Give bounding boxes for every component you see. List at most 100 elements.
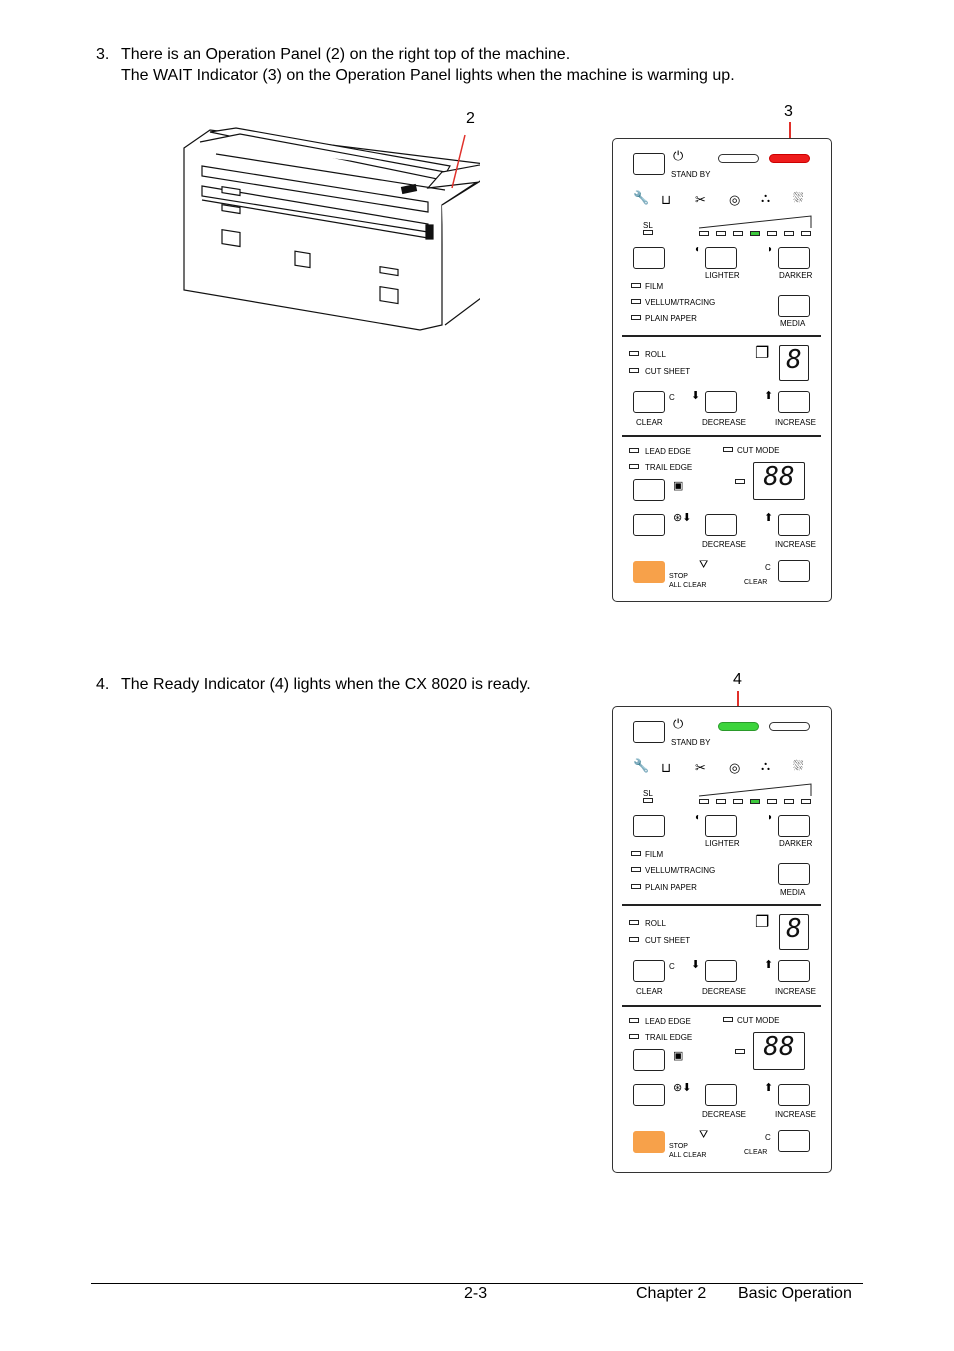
clear-c-label: C	[765, 1133, 771, 1142]
lighter-icon: ◐	[695, 812, 702, 823]
stand-by-label: STAND BY	[671, 170, 711, 179]
length-increase-button[interactable]	[778, 514, 810, 536]
stand-by-button[interactable]	[633, 153, 665, 175]
callout-4: 4	[733, 671, 742, 688]
length-decrease-button[interactable]	[705, 514, 737, 536]
darker-button[interactable]	[778, 247, 810, 269]
copies-increase-label: INCREASE	[775, 418, 816, 427]
toner-icon: ⛬	[761, 758, 771, 773]
cut-sheet-led	[629, 937, 639, 942]
document-icon: ▣	[673, 480, 684, 492]
sl-button[interactable]	[633, 247, 665, 269]
stand-by-button[interactable]	[633, 721, 665, 743]
trail-edge-label: TRAIL EDGE	[645, 463, 693, 472]
edge-select-button[interactable]	[633, 1049, 665, 1071]
lead-edge-label: LEAD EDGE	[645, 1017, 691, 1026]
length-clear-button[interactable]	[633, 514, 665, 536]
media-button[interactable]	[778, 863, 810, 885]
scissors-icon: ✂	[695, 192, 706, 207]
decrease-arrow-icon: ⬇	[691, 959, 701, 971]
panel-divider-1	[622, 904, 821, 906]
length-led	[735, 1049, 745, 1054]
vellum-led	[631, 867, 641, 872]
copies-clear-c: C	[669, 393, 675, 402]
darker-icon: ◗	[767, 244, 774, 255]
footer-chapter: Chapter 2	[636, 1285, 707, 1302]
length-increase-button[interactable]	[778, 1084, 810, 1106]
stop-button[interactable]	[633, 561, 665, 583]
density-led-3	[733, 231, 743, 236]
darker-icon: ◗	[767, 812, 774, 823]
clear-label: CLEAR	[744, 579, 768, 586]
length-clear-button[interactable]	[633, 1084, 665, 1106]
copies-display: 8	[779, 345, 809, 381]
power-icon: ⏻	[673, 148, 684, 163]
cut-mode-led	[723, 1017, 733, 1022]
density-led-1	[699, 231, 709, 236]
roll-icon: ◎	[729, 760, 741, 775]
scissors-icon: ✂	[695, 760, 706, 775]
step-4-number: 4.	[96, 676, 110, 693]
stop-button[interactable]	[633, 1131, 665, 1153]
cut-mode-label: CUT MODE	[737, 1016, 780, 1025]
lead-edge-led	[629, 448, 639, 453]
lead-edge-led	[629, 1018, 639, 1023]
roll-led	[629, 920, 639, 925]
darker-button[interactable]	[778, 815, 810, 837]
density-led-6	[784, 799, 794, 804]
footer-rule	[91, 1283, 863, 1284]
clear-button[interactable]	[778, 1130, 810, 1152]
cut-sheet-label: CUT SHEET	[645, 936, 691, 945]
trail-edge-led	[629, 1034, 639, 1039]
media-button[interactable]	[778, 295, 810, 317]
copies-clear-button[interactable]	[633, 960, 665, 982]
panel-divider-2	[622, 1005, 821, 1007]
operation-panel-ready: ⏻ STAND BY 🔧 ⊔ ✂ ◎ ⛬ ⛆ SL ◐ LIGHTER ◗ DA…	[612, 706, 832, 1173]
copies-increase-button[interactable]	[778, 391, 810, 413]
all-clear-label: ALL CLEAR	[669, 1152, 707, 1159]
length-display: 88	[753, 1032, 805, 1070]
plain-paper-led	[631, 884, 641, 889]
clear-button[interactable]	[778, 560, 810, 582]
copies-increase-label: INCREASE	[775, 987, 816, 996]
vellum-label: VELLUM/TRACING	[645, 298, 716, 307]
length-increase-label: INCREASE	[775, 540, 816, 549]
step-4-line-1: The Ready Indicator (4) lights when the …	[121, 676, 531, 693]
copies-decrease-button[interactable]	[705, 391, 737, 413]
copies-icon: ❐	[755, 914, 770, 931]
roll-label: ROLL	[645, 919, 666, 928]
callout-2: 2	[466, 110, 475, 127]
lighter-button[interactable]	[705, 247, 737, 269]
copies-decrease-button[interactable]	[705, 960, 737, 982]
sl-button[interactable]	[633, 815, 665, 837]
wait-indicator	[769, 154, 810, 163]
clear-c-label: C	[765, 563, 771, 572]
media-label: MEDIA	[780, 888, 806, 897]
length-decrease-icon: ⊛⬇	[673, 512, 692, 524]
copies-clear-button[interactable]	[633, 391, 665, 413]
sl-label: SL	[643, 221, 653, 230]
paper-cassette-icon: ⊔	[661, 192, 672, 207]
lead-edge-label: LEAD EDGE	[645, 447, 691, 456]
cut-sheet-label: CUT SHEET	[645, 367, 691, 376]
copies-increase-button[interactable]	[778, 960, 810, 982]
panel-divider-2	[622, 435, 821, 437]
roll-label: ROLL	[645, 350, 666, 359]
clear-label: CLEAR	[744, 1149, 768, 1156]
lighter-label: LIGHTER	[705, 271, 740, 280]
trail-edge-led	[629, 464, 639, 469]
film-label: FILM	[645, 282, 664, 291]
edge-select-button[interactable]	[633, 479, 665, 501]
cut-mode-label: CUT MODE	[737, 446, 780, 455]
roll-icon: ◎	[729, 192, 741, 207]
sl-led	[643, 798, 653, 803]
length-decrease-button[interactable]	[705, 1084, 737, 1106]
length-increase-label: INCREASE	[775, 1110, 816, 1119]
length-decrease-icon: ⊛⬇	[673, 1082, 692, 1094]
stop-icon: ⛛	[699, 559, 709, 571]
ready-indicator	[718, 154, 759, 163]
lighter-button[interactable]	[705, 815, 737, 837]
trail-edge-label: TRAIL EDGE	[645, 1033, 693, 1042]
decrease-arrow-icon: ⬇	[691, 390, 701, 402]
density-led-6	[784, 231, 794, 236]
